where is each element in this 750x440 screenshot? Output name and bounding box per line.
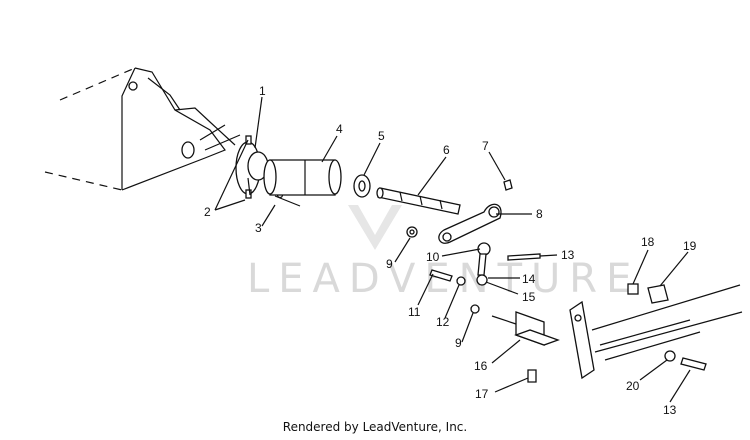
lever-arm (438, 203, 502, 244)
callout-11: 11 (408, 305, 421, 319)
callout-8: 8 (536, 207, 543, 221)
callout-9b: 9 (455, 336, 462, 350)
callout-16: 16 (474, 359, 488, 373)
shaft (376, 187, 461, 215)
callout-5: 5 (378, 129, 385, 143)
callout-20: 20 (626, 379, 640, 393)
set-screw (503, 179, 513, 191)
callout-19: 19 (683, 239, 697, 253)
link-assembly (476, 242, 541, 286)
bolt-lower (527, 369, 537, 383)
leader-lines (214, 96, 691, 403)
callout-15: 15 (522, 290, 536, 304)
callout-7: 7 (482, 139, 489, 153)
watermark: LEADVENTURE (247, 205, 640, 302)
callout-10: 10 (426, 250, 440, 264)
callout-9a: 9 (386, 257, 393, 271)
mount-bracket (491, 311, 560, 346)
callout-6: 6 (443, 143, 450, 157)
tube-spacer (263, 159, 342, 196)
callout-14: 14 (522, 272, 536, 286)
callout-3: 3 (255, 221, 262, 235)
nut-upper (406, 226, 418, 238)
callout-13b: 13 (663, 403, 677, 417)
callout-4: 4 (336, 122, 343, 136)
bushing (353, 174, 371, 198)
frame-housing (44, 67, 241, 191)
callout-17: 17 (475, 387, 489, 401)
bearing-flange (235, 135, 269, 199)
callout-2: 2 (204, 205, 211, 219)
pin-block-washer (627, 283, 707, 371)
frame-rail (569, 284, 743, 380)
callout-1: 1 (259, 84, 266, 98)
callout-18: 18 (641, 235, 655, 249)
bolt-washer (429, 269, 480, 314)
callouts: 1 2 3 4 5 6 7 8 9 9 10 11 12 13 13 14 15… (204, 84, 697, 417)
callout-13a: 13 (561, 248, 575, 262)
footer-credit: Rendered by LeadVenture, Inc. (282, 420, 468, 434)
callout-12: 12 (436, 315, 450, 329)
watermark-text: LEADVENTURE (247, 256, 640, 302)
